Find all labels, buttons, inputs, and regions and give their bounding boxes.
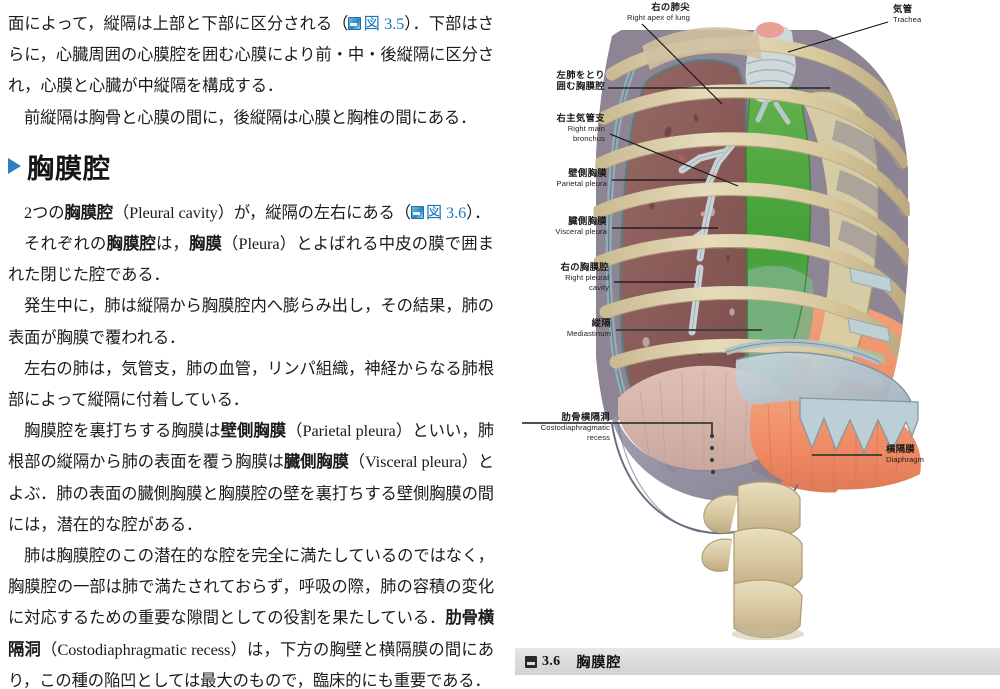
body-paragraph-group: 面によって，縦隔は上部と下部に区分される（図 3.5）．下部はさらに，心臓周囲の… bbox=[8, 8, 494, 133]
label-visceral-pleura: 臓側胸膜 Visceral pleura bbox=[555, 216, 607, 236]
paragraph-4: それぞれの胸膜腔は，胸膜（Pleura）とよばれる中皮の膜で囲まれた閉じた腔であ… bbox=[8, 234, 494, 285]
label-mediastinum: 縦隔 Mediastinum bbox=[566, 318, 611, 338]
figure-number: 3.6 bbox=[542, 653, 561, 669]
figure-reference[interactable]: 図 3.5 bbox=[348, 14, 404, 33]
triangle-bullet-icon bbox=[8, 158, 21, 175]
paragraph-8: 肺は胸膜腔のこの潜在的な腔を完全に満たしているのではなく，胸膜腔の一部は肺で満た… bbox=[8, 546, 495, 689]
paragraph-5: 発生中に，肺は縦隔から胸膜腔内へ膨らみ出し，その結果，肺の表面が胸膜で覆われる． bbox=[8, 296, 494, 347]
label-right-apex-of-lung: 右の肺尖 Right apex of lung bbox=[626, 2, 690, 22]
label-parietal-pleura: 壁側胸膜 Parietal pleura bbox=[556, 168, 607, 188]
section-heading: 胸膜腔 bbox=[8, 147, 494, 186]
label-trachea: 気管 Trachea bbox=[893, 4, 922, 24]
label-costodiaphragmatic-recess: 肋骨横隔洞 Costodiaphragmatic recess bbox=[540, 412, 610, 442]
figure-caption-title: 胸膜腔 bbox=[576, 655, 622, 671]
term-emphasis: 壁側胸膜 bbox=[220, 421, 287, 441]
term-emphasis: 胸膜腔 bbox=[64, 202, 113, 222]
text-column: 面によって，縦隔は上部と下部に区分される（図 3.5）．下部はさらに，心臓周囲の… bbox=[8, 8, 494, 689]
term-emphasis: 臓側胸膜 bbox=[283, 452, 349, 472]
paragraph-7: 胸膜腔を裏打ちする胸膜は壁側胸膜（Parietal pleura）といい，肺根部… bbox=[8, 421, 494, 534]
term-emphasis: 胸膜腔 bbox=[106, 234, 157, 254]
figure-reference-icon bbox=[410, 205, 424, 219]
anatomical-illustration bbox=[500, 0, 1000, 640]
paragraph-2: 前縦隔は胸骨と心膜の間に，後縦隔は心膜と胸椎の間にある． bbox=[24, 107, 477, 127]
figure-caption-bar: 3.6 胸膜腔 bbox=[515, 648, 1000, 675]
label-right-pleural-cavity: 右の胸膜腔 Right pleural cavity bbox=[560, 262, 609, 292]
section-paragraph-group: 2つの胸膜腔（Pleural cavity）が，縦隔の左右にある（図 3.6）．… bbox=[8, 197, 494, 689]
label-diaphragm: 横隔膜 Diaphragm bbox=[886, 444, 925, 464]
figure-reference-icon bbox=[348, 17, 362, 30]
term-emphasis: 肋骨横隔洞 bbox=[8, 608, 495, 659]
label-right-main-bronchus: 右主気管支 Right main bronchus bbox=[556, 113, 605, 143]
figure-icon bbox=[525, 655, 537, 668]
figure-reference[interactable]: 図 3.6 bbox=[410, 203, 466, 222]
paragraph-1: 面によって，縦隔は上部と下部に区分される（図 3.5）．下部はさらに，心臓周囲の… bbox=[8, 14, 494, 96]
term-emphasis: 胸膜 bbox=[189, 234, 222, 254]
section-heading-label: 胸膜腔 bbox=[27, 153, 111, 184]
label-left-pleural-cavity: 左肺をとり 囲む胸膜腔 bbox=[556, 70, 605, 91]
figure-panel: 右の肺尖 Right apex of lung 気管 Trachea 左肺をとり… bbox=[500, 0, 1000, 689]
paragraph-6: 左右の肺は，気管支，肺の血管，リンパ組織，神経からなる肺根部によって縦隔に付着し… bbox=[8, 358, 494, 410]
paragraph-3: 2つの胸膜腔（Pleural cavity）が，縦隔の左右にある（図 3.6）． bbox=[24, 202, 491, 222]
